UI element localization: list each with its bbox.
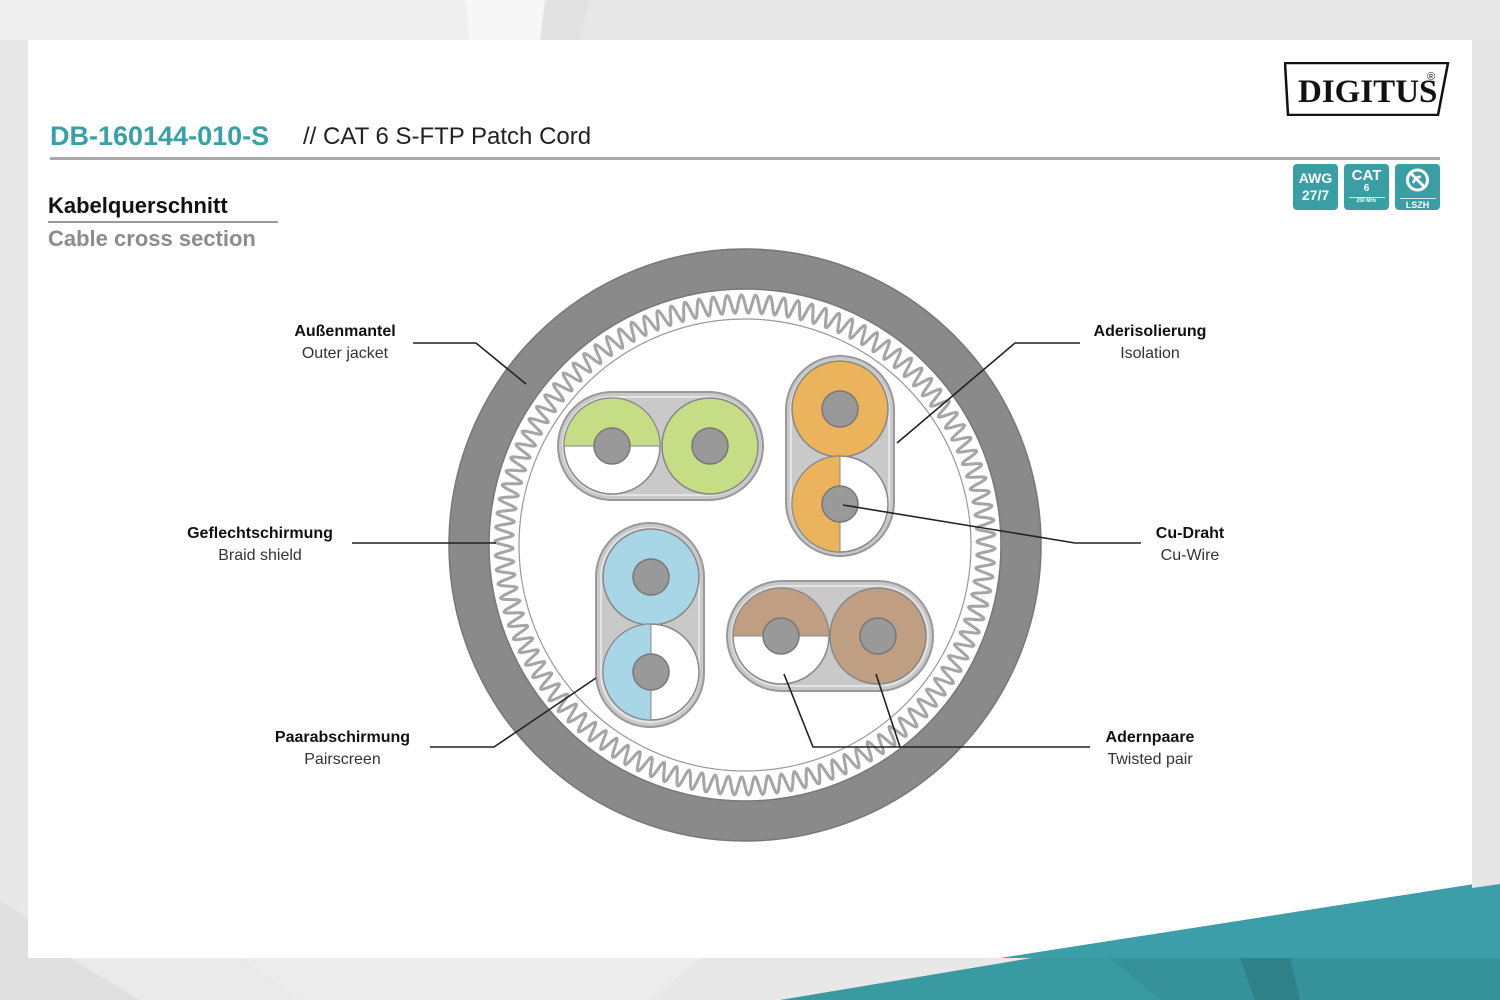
conductor [821, 485, 859, 523]
conductor [762, 617, 800, 655]
badge-awg-line1: AWG [1298, 170, 1333, 186]
pair-blue [595, 522, 705, 728]
badge-cat-line3: 250 MHz [1356, 198, 1377, 204]
label-en: Pairscreen [304, 751, 381, 768]
label-en: Outer jacket [301, 345, 389, 362]
leader-twisted-pair-2 [875, 673, 901, 748]
digitus-logo: DIGITUS ® [1283, 61, 1450, 117]
badge-lszh: LSZH [1395, 164, 1440, 210]
conductor [632, 558, 670, 596]
registered-mark: ® [1427, 71, 1435, 83]
label-braid-shield: Geflechtschirmung Braid shield [165, 523, 355, 567]
label-isolation: Aderisolierung Isolation [1075, 321, 1225, 365]
badge-cat6: CAT 6 250 MHz [1344, 164, 1389, 210]
label-de: Paarabschirmung [274, 729, 411, 746]
pair-brown [726, 580, 934, 692]
label-en: Braid shield [218, 547, 302, 564]
title-row: DB-160144-010-S // CAT 6 S-FTP Patch Cor… [50, 121, 1440, 160]
section-title-de: Kabelquerschnitt [48, 193, 278, 223]
badge-lszh-label: LSZH [1405, 200, 1430, 210]
section-title-en: Cable cross section [48, 226, 256, 251]
conductor [859, 617, 897, 655]
pair-orange [785, 355, 895, 557]
badge-cat-line1: CAT [1351, 167, 1382, 184]
badge-awg: AWG 27/7 [1293, 164, 1338, 210]
conductor [632, 653, 670, 691]
label-de: Adernpaare [1105, 729, 1195, 746]
leader-cu-wire [842, 504, 1141, 544]
label-outer-jacket: Außenmantel Outer jacket [270, 321, 420, 365]
braid-shield [493, 293, 997, 797]
leader-twisted-pair [783, 673, 1090, 748]
label-cu-wire: Cu-Draht Cu-Wire [1130, 523, 1250, 567]
logo-text: DIGITUS [1298, 74, 1437, 110]
badge-awg-line2: 27/7 [1301, 187, 1330, 203]
label-pairscreen: Paarabschirmung Pairscreen [255, 727, 430, 771]
label-de: Cu-Draht [1155, 525, 1225, 542]
label-de: Geflechtschirmung [187, 525, 333, 542]
pair-green [557, 391, 764, 501]
no-halogen-icon [1406, 168, 1429, 192]
product-sku: DB-160144-010-S [50, 121, 270, 151]
product-name: // CAT 6 S-FTP Patch Cord [303, 123, 592, 150]
label-en: Isolation [1120, 345, 1180, 362]
shield-area [488, 288, 1002, 802]
leader-outer-jacket [413, 342, 527, 385]
leader-pairscreen [430, 677, 597, 748]
label-twisted-pair: Adernpaare Twisted pair [1085, 727, 1215, 771]
label-de: Außenmantel [294, 323, 396, 340]
conductor [691, 427, 729, 465]
label-en: Cu-Wire [1160, 547, 1220, 564]
inner-core-boundary [518, 318, 972, 772]
conductor [593, 427, 631, 465]
leader-isolation [896, 342, 1080, 444]
label-de: Aderisolierung [1093, 323, 1207, 340]
label-en: Twisted pair [1107, 751, 1193, 768]
badge-cat-line2: 6 [1363, 183, 1370, 194]
conductor [821, 390, 859, 428]
